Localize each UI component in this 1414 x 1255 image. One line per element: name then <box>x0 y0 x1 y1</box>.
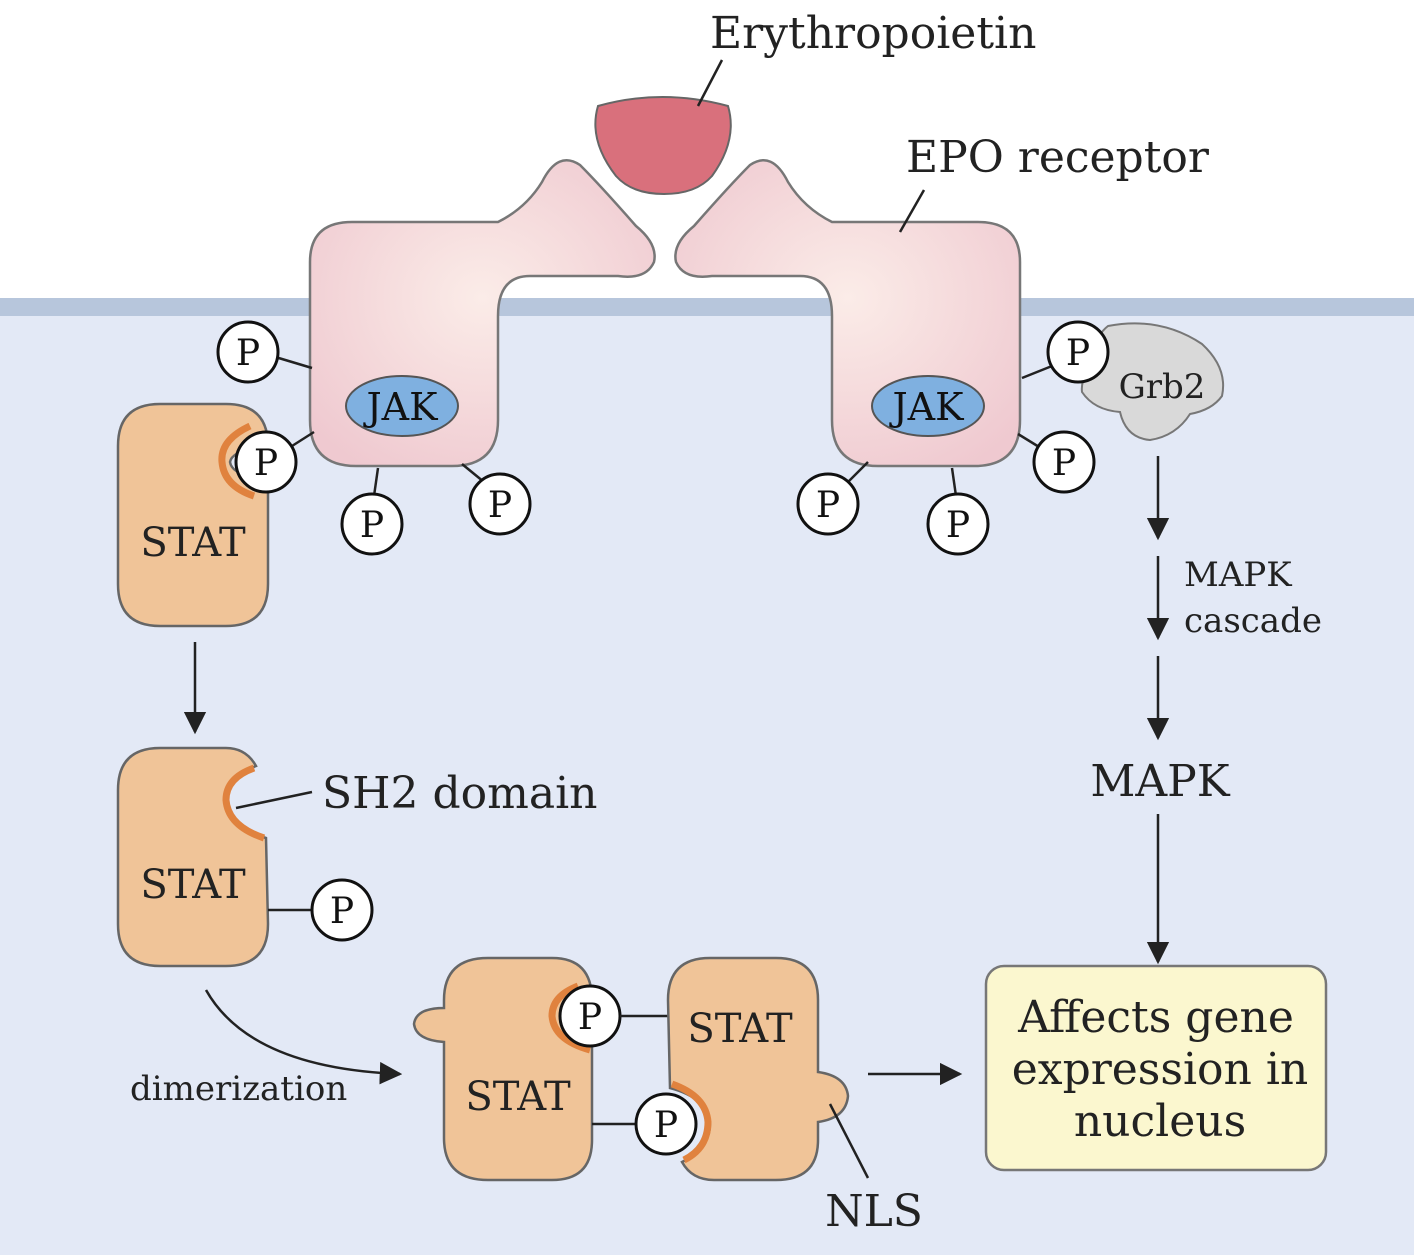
stat-label: STAT <box>687 1006 793 1052</box>
phosphate-label: P <box>488 485 512 526</box>
outcome-line1: Affects gene <box>1017 992 1294 1043</box>
phosphate-icon <box>310 878 374 942</box>
phosphate-label: P <box>330 891 354 932</box>
stat-label: STAT <box>465 1074 571 1120</box>
phosphate-label: P <box>236 333 260 374</box>
receptor-leader <box>898 189 926 233</box>
erythropoietin-label: Erythropoietin <box>710 8 1036 59</box>
phosphate-label: P <box>654 1105 678 1146</box>
phosphate-label: P <box>1052 443 1076 484</box>
sh2-domain-label: SH2 domain <box>322 768 598 819</box>
p-link <box>1021 364 1053 380</box>
mapk-cascade-line1: MAPK <box>1184 555 1292 595</box>
phosphate-icon <box>1046 320 1110 384</box>
dimerization-label: dimerization <box>130 1069 347 1109</box>
jak-left-label: JAK <box>362 385 438 429</box>
stat-bound <box>116 402 270 628</box>
erythropoietin-ligand <box>594 96 732 196</box>
phosphate-label: P <box>578 997 602 1038</box>
p-link <box>461 463 485 483</box>
gene-expression-box <box>984 964 1328 1172</box>
phosphate-label: P <box>254 443 278 484</box>
outcome-line3: nucleus <box>1074 1096 1246 1147</box>
phosphate-label: P <box>1066 333 1090 374</box>
stat-label: STAT <box>140 520 246 566</box>
jak-right-label: JAK <box>888 385 964 429</box>
p-link <box>372 467 380 497</box>
arrow-dimerization <box>204 989 403 1085</box>
sh2-domain <box>222 764 266 842</box>
grb2-label: Grb2 <box>1119 367 1206 407</box>
p-link <box>291 430 315 448</box>
sh2-domain <box>548 982 591 1054</box>
sh2-leader <box>235 790 313 810</box>
epo-receptor-label: EPO receptor <box>906 132 1210 183</box>
nls-leader <box>828 1103 870 1179</box>
phosphate-icon <box>234 430 298 494</box>
jak-left <box>345 375 459 437</box>
p-link <box>845 461 869 485</box>
p-link <box>950 467 958 497</box>
phosphate-label: P <box>360 505 384 546</box>
phosphate-label: P <box>946 505 970 546</box>
phosphate-icon <box>634 1092 698 1156</box>
stat-phosphorylated <box>116 746 270 968</box>
phosphate-icon <box>926 492 990 556</box>
phosphate-icon <box>468 472 532 536</box>
nls-label: NLS <box>825 1186 923 1237</box>
jak-right <box>871 375 985 437</box>
phosphate-icon <box>1032 430 1096 494</box>
mapk-label: MAPK <box>1090 756 1230 807</box>
cell-membrane <box>0 298 1414 316</box>
erythropoietin-leader <box>696 59 724 107</box>
phosphate-label: P <box>816 485 840 526</box>
phosphate-icon <box>340 492 404 556</box>
mapk-cascade-line2: cascade <box>1184 601 1322 641</box>
outcome-line2: expression in <box>1012 1044 1309 1095</box>
stat-label: STAT <box>140 862 246 908</box>
phosphate-icon <box>216 320 280 384</box>
sh2-domain <box>218 422 256 500</box>
phosphate-icon <box>796 472 860 536</box>
sh2-domain <box>670 1080 712 1164</box>
